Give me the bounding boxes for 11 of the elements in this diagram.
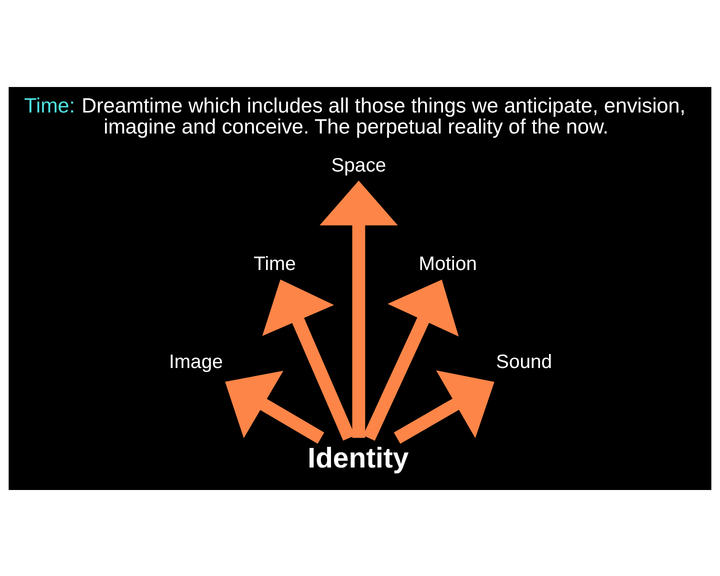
diagram-title: Time: Dreamtime which includes all those things we anticipate, envision, imagine and conceive. The perpetual reality of the now. (24, 94, 686, 138)
node-text: Time (254, 252, 296, 274)
arrow (225, 370, 324, 444)
arrow (363, 279, 459, 440)
node-text: Identity (308, 442, 409, 474)
node-text: Motion (418, 252, 477, 274)
node-text: Image (169, 350, 223, 372)
arrow (320, 180, 398, 438)
arrow (262, 279, 355, 440)
node-text: Sound (496, 350, 552, 372)
node-text: Space (331, 154, 386, 176)
